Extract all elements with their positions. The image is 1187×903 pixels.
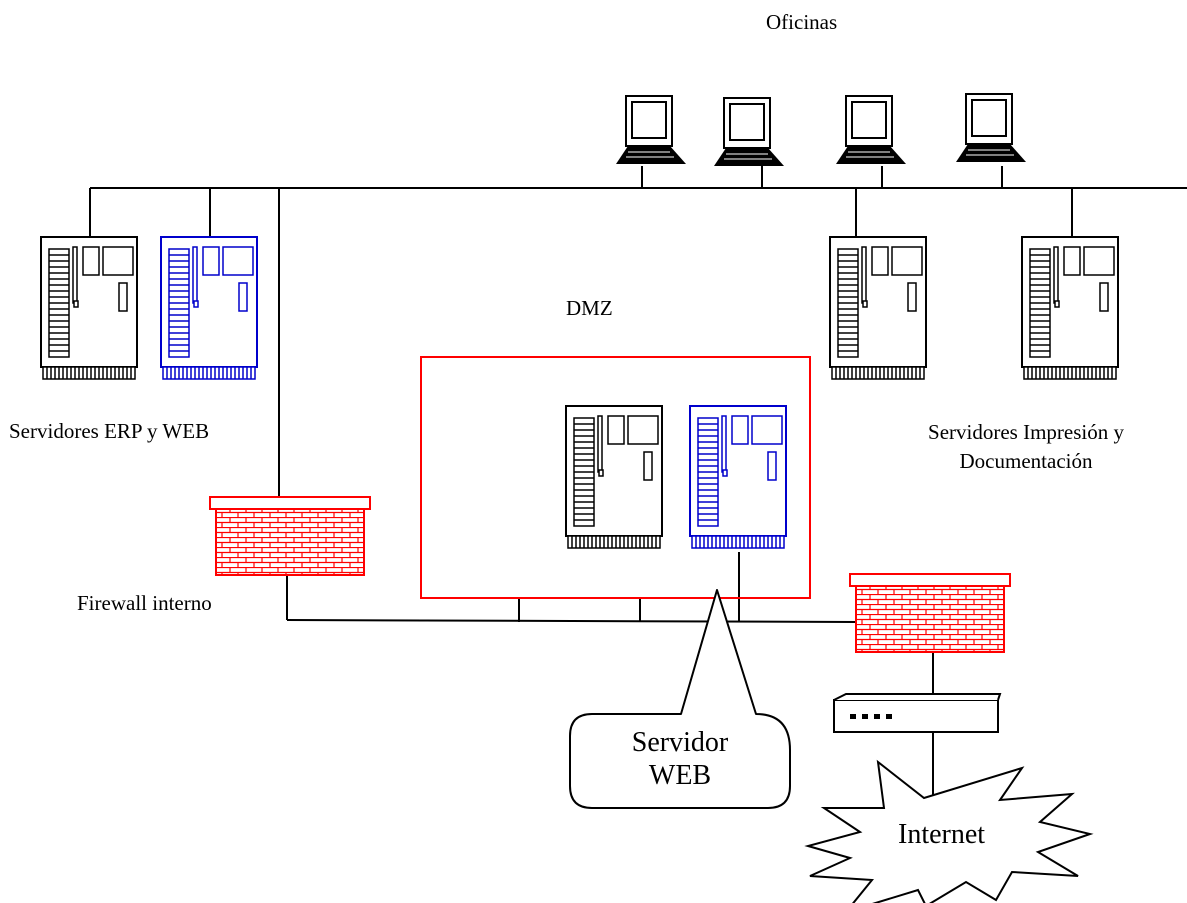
laptop-icon — [835, 95, 907, 165]
laptop-icon — [615, 95, 687, 165]
print-doc-servers-label-line1: Servidores Impresión y — [928, 420, 1124, 444]
print-doc-servers-label-line2: Documentación — [959, 449, 1093, 473]
laptop-icon — [713, 97, 785, 167]
print-doc-servers-label: Servidores Impresión y Documentación — [890, 420, 1162, 474]
server-tower-icon — [829, 236, 927, 380]
erp-web-servers — [40, 236, 258, 380]
server-tower-icon — [1021, 236, 1119, 380]
print-doc-servers — [829, 236, 1119, 380]
web-server-callout-line1: Servidor — [631, 727, 729, 758]
web-server-callout-label: Servidor WEB — [570, 726, 790, 792]
server-tower-icon — [565, 405, 663, 549]
server-tower-icon — [160, 236, 258, 380]
dmz-label: DMZ — [566, 296, 613, 320]
erp-web-servers-label: Servidores ERP y WEB — [9, 419, 210, 443]
dmz-servers — [565, 405, 787, 549]
internet-label: Internet — [898, 819, 986, 850]
router-icon — [833, 693, 1002, 733]
web-server-callout-line2: WEB — [648, 760, 712, 791]
web-server-callout — [569, 589, 791, 809]
server-tower-icon — [689, 405, 787, 549]
dmz-segment — [286, 552, 934, 800]
internal-firewall-icon — [209, 496, 371, 576]
office-laptops — [615, 93, 1027, 167]
external-firewall-icon — [849, 573, 1011, 653]
offices-label: Oficinas — [766, 10, 838, 34]
lan-backbone — [89, 166, 1187, 500]
internal-firewall-label: Firewall interno — [77, 591, 212, 615]
server-tower-icon — [40, 236, 138, 380]
dmz-zone — [420, 356, 811, 599]
internet-burst-icon — [804, 759, 1094, 903]
laptop-icon — [955, 93, 1027, 163]
